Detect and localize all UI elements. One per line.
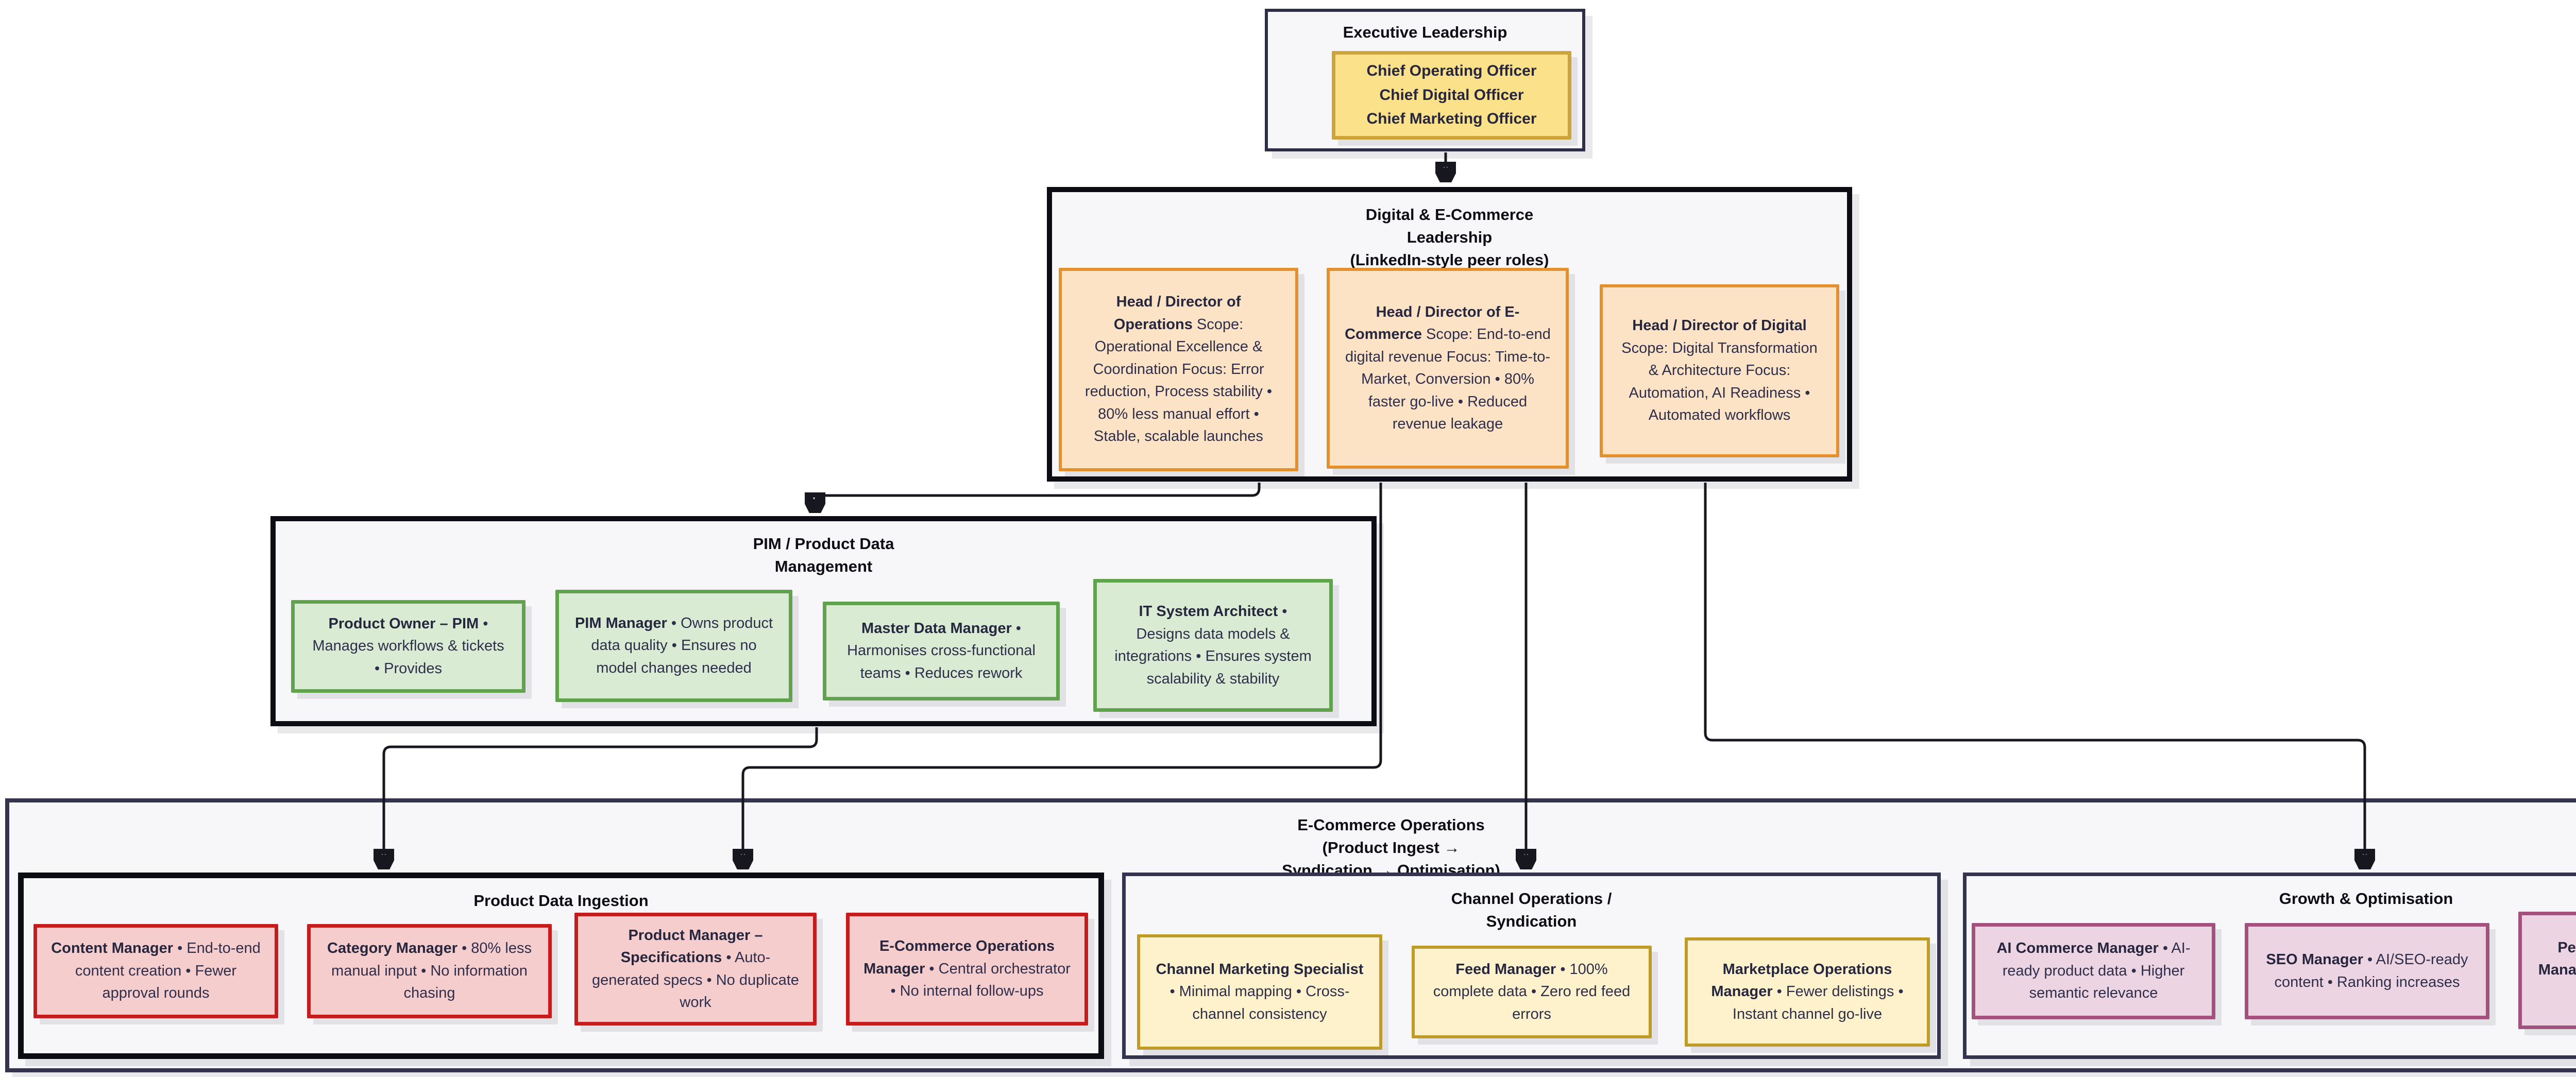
node-marketplace-operations-manager: Marketplace Operations Manager • Fewer d…	[1685, 937, 1930, 1047]
node-product-manager-specifications: Product Manager – Specifications • Auto-…	[574, 913, 817, 1025]
node-ecommerce-operations-manager: E-Commerce Operations Manager • Central …	[846, 913, 1088, 1025]
node-product-owner-pim: Product Owner – PIM • Manages workflows …	[291, 600, 526, 693]
role-desc: • 100% complete data • Zero red feed err…	[1433, 961, 1631, 1022]
node-category-manager: Category Manager • 80% less manual input…	[307, 924, 552, 1018]
role-desc: • Minimal mapping • Cross-channel consis…	[1170, 983, 1350, 1022]
node-head-director-digital: Head / Director of Digital Scope: Digita…	[1600, 284, 1839, 457]
node-head-director-operations: Head / Director of Operations Scope: Ope…	[1059, 268, 1298, 471]
node-executive-team: Chief Operating Officer Chief Digital Of…	[1332, 51, 1571, 140]
role-desc: • AI/SEO-ready content • Ranking increas…	[2274, 951, 2468, 990]
role-label: PIM Manager	[574, 614, 667, 631]
role-desc: • AI-ready product data • Higher semanti…	[2002, 940, 2191, 1002]
role-label: Head / Director of Digital	[1632, 317, 1807, 334]
role-label: Channel Marketing Specialist	[1156, 961, 1364, 978]
group-title-digital-ecommerce-leadership: Digital & E-Commerce Leadership (LinkedI…	[1350, 206, 1549, 269]
role-label: Performance Marketing Manager	[2538, 939, 2576, 979]
role-desc: • 80% less manual input • No information…	[331, 940, 532, 1002]
role-desc: • Fewer delistings • Instant channel go-…	[1732, 983, 1904, 1022]
role-label: Content Manager	[51, 940, 174, 957]
node-head-director-ecommerce: Head / Director of E-Commerce Scope: End…	[1327, 268, 1569, 469]
group-title-growth-optimisation: Growth & Optimisation	[2279, 890, 2453, 908]
role-label: IT System Architect	[1139, 603, 1278, 620]
role-label: Head / Director of E-Commerce	[1345, 303, 1520, 343]
node-content-manager: Content Manager • End-to-end content cre…	[33, 924, 278, 1018]
role-label: Product Owner – PIM	[328, 615, 479, 632]
node-executive-team-label: Chief Operating Officer Chief Digital Of…	[1366, 62, 1537, 128]
node-it-system-architect: IT System Architect • Designs data model…	[1093, 579, 1333, 712]
role-label: AI Commerce Manager	[1996, 940, 2159, 957]
group-title-ecommerce-operations: E-Commerce Operations (Product Ingest → …	[1282, 816, 1500, 879]
role-label: Feed Manager	[1455, 961, 1556, 978]
role-label: Category Manager	[327, 940, 458, 957]
group-title-product-data-ingestion: Product Data Ingestion	[473, 892, 649, 910]
node-pim-manager: PIM Manager • Owns product data quality …	[555, 590, 792, 702]
role-desc: Scope: Digital Transformation & Architec…	[1621, 339, 1818, 424]
edge-leadership-to-pim	[815, 483, 1261, 511]
role-desc: • Manages workflows & tickets • Provides	[312, 615, 504, 677]
role-label: Marketplace Operations Manager	[1711, 961, 1892, 1000]
group-title-channel-operations: Channel Operations / Syndication	[1451, 890, 1612, 930]
role-desc: • End-to-end content creation • Fewer ap…	[75, 940, 261, 1002]
node-channel-marketing-specialist: Channel Marketing Specialist • Minimal m…	[1137, 934, 1382, 1050]
role-label: E-Commerce Operations Manager	[863, 938, 1055, 977]
node-feed-manager: Feed Manager • 100% complete data • Zero…	[1412, 946, 1652, 1038]
group-executive-leadership: Executive Leadership Chief Operating Off…	[1265, 9, 1585, 151]
node-ai-commerce-manager: AI Commerce Manager • AI-ready product d…	[1972, 923, 2215, 1019]
role-label: SEO Manager	[2266, 951, 2363, 968]
role-desc: • Central orchestrator • No internal fol…	[890, 960, 1071, 1000]
role-desc: Scope: End-to-end digital revenue Focus:…	[1345, 326, 1551, 432]
node-master-data-manager: Master Data Manager • Harmonises cross-f…	[823, 602, 1060, 700]
role-label: Master Data Manager	[861, 620, 1012, 637]
role-label: Head / Director of Operations	[1113, 294, 1241, 333]
node-seo-manager: SEO Manager • AI/SEO-ready content • Ran…	[2245, 923, 2489, 1019]
node-performance-marketing-manager: Performance Marketing Manager • Higher-q…	[2518, 912, 2576, 1029]
role-desc: • Auto-generated specs • No duplicate wo…	[592, 949, 799, 1011]
group-title-pim: PIM / Product Data Management	[753, 535, 894, 575]
role-desc: Scope: Operational Excellence & Coordina…	[1084, 316, 1273, 445]
group-title-executive-leadership: Executive Leadership	[1343, 23, 1507, 41]
role-label: Product Manager – Specifications	[620, 927, 763, 966]
